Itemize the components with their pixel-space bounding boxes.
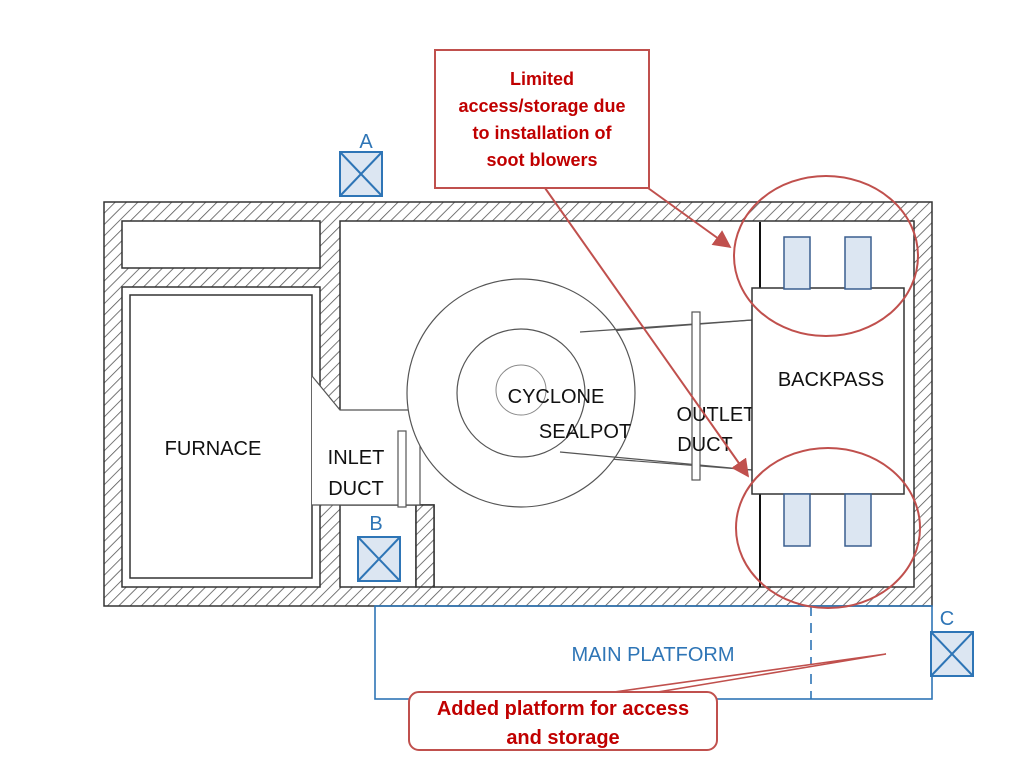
upper-left-room (121, 220, 321, 269)
callout-soot-blowers: Limited access/storage due to installati… (434, 49, 750, 478)
furnace-label: FURNACE (165, 438, 262, 460)
marker-b-label: B (369, 513, 382, 535)
soot-blower-highlights (733, 175, 921, 609)
cyclone-label-line2: SEALPOT (539, 421, 631, 443)
callout-bottom-line2: and storage (506, 727, 619, 749)
crossed-box-icon (339, 151, 383, 197)
crossed-box-icon (930, 631, 974, 677)
marker-c-label: C (940, 608, 954, 630)
inlet-duct-label-line2: DUCT (328, 478, 384, 500)
soot-blower-post (844, 236, 872, 290)
cyclone-label-line1: CYCLONE (508, 386, 605, 408)
backpass-label: BACKPASS (778, 369, 884, 391)
marker-c: C (930, 608, 974, 677)
highlight-circle-upper (733, 175, 919, 337)
outlet-duct-label-line2: DUCT (677, 434, 733, 456)
marker-b: B (357, 513, 401, 582)
inlet-duct-flange (397, 430, 407, 508)
callout-added-platform: Added platform for access and storage (408, 653, 887, 751)
crossed-box-icon (357, 536, 401, 582)
callout-top-line2: access/storage due (458, 96, 625, 116)
main-platform: MAIN PLATFORM (374, 605, 933, 700)
inlet-duct-label-line1: INLET (328, 447, 385, 469)
callout-top-line3: to installation of (473, 123, 613, 143)
soot-blower-post (783, 493, 811, 547)
soot-blower-post (844, 493, 872, 547)
soot-blower-post (783, 236, 811, 290)
marker-a-label: A (359, 131, 373, 153)
outlet-duct-label-line1: OUTLET (677, 404, 756, 426)
cyclone-sealpot: CYCLONE SEALPOT OUTLET DUCT (406, 278, 756, 508)
highlight-circle-lower (735, 447, 921, 609)
main-platform-label: MAIN PLATFORM (572, 644, 735, 666)
callout-bottom-line1: Added platform for access (437, 698, 689, 720)
marker-a: A (339, 131, 383, 197)
furnace: FURNACE (129, 294, 313, 579)
backpass: BACKPASS (751, 222, 905, 587)
callout-top-line4: soot blowers (486, 150, 597, 170)
callout-top-line1: Limited (510, 69, 574, 89)
